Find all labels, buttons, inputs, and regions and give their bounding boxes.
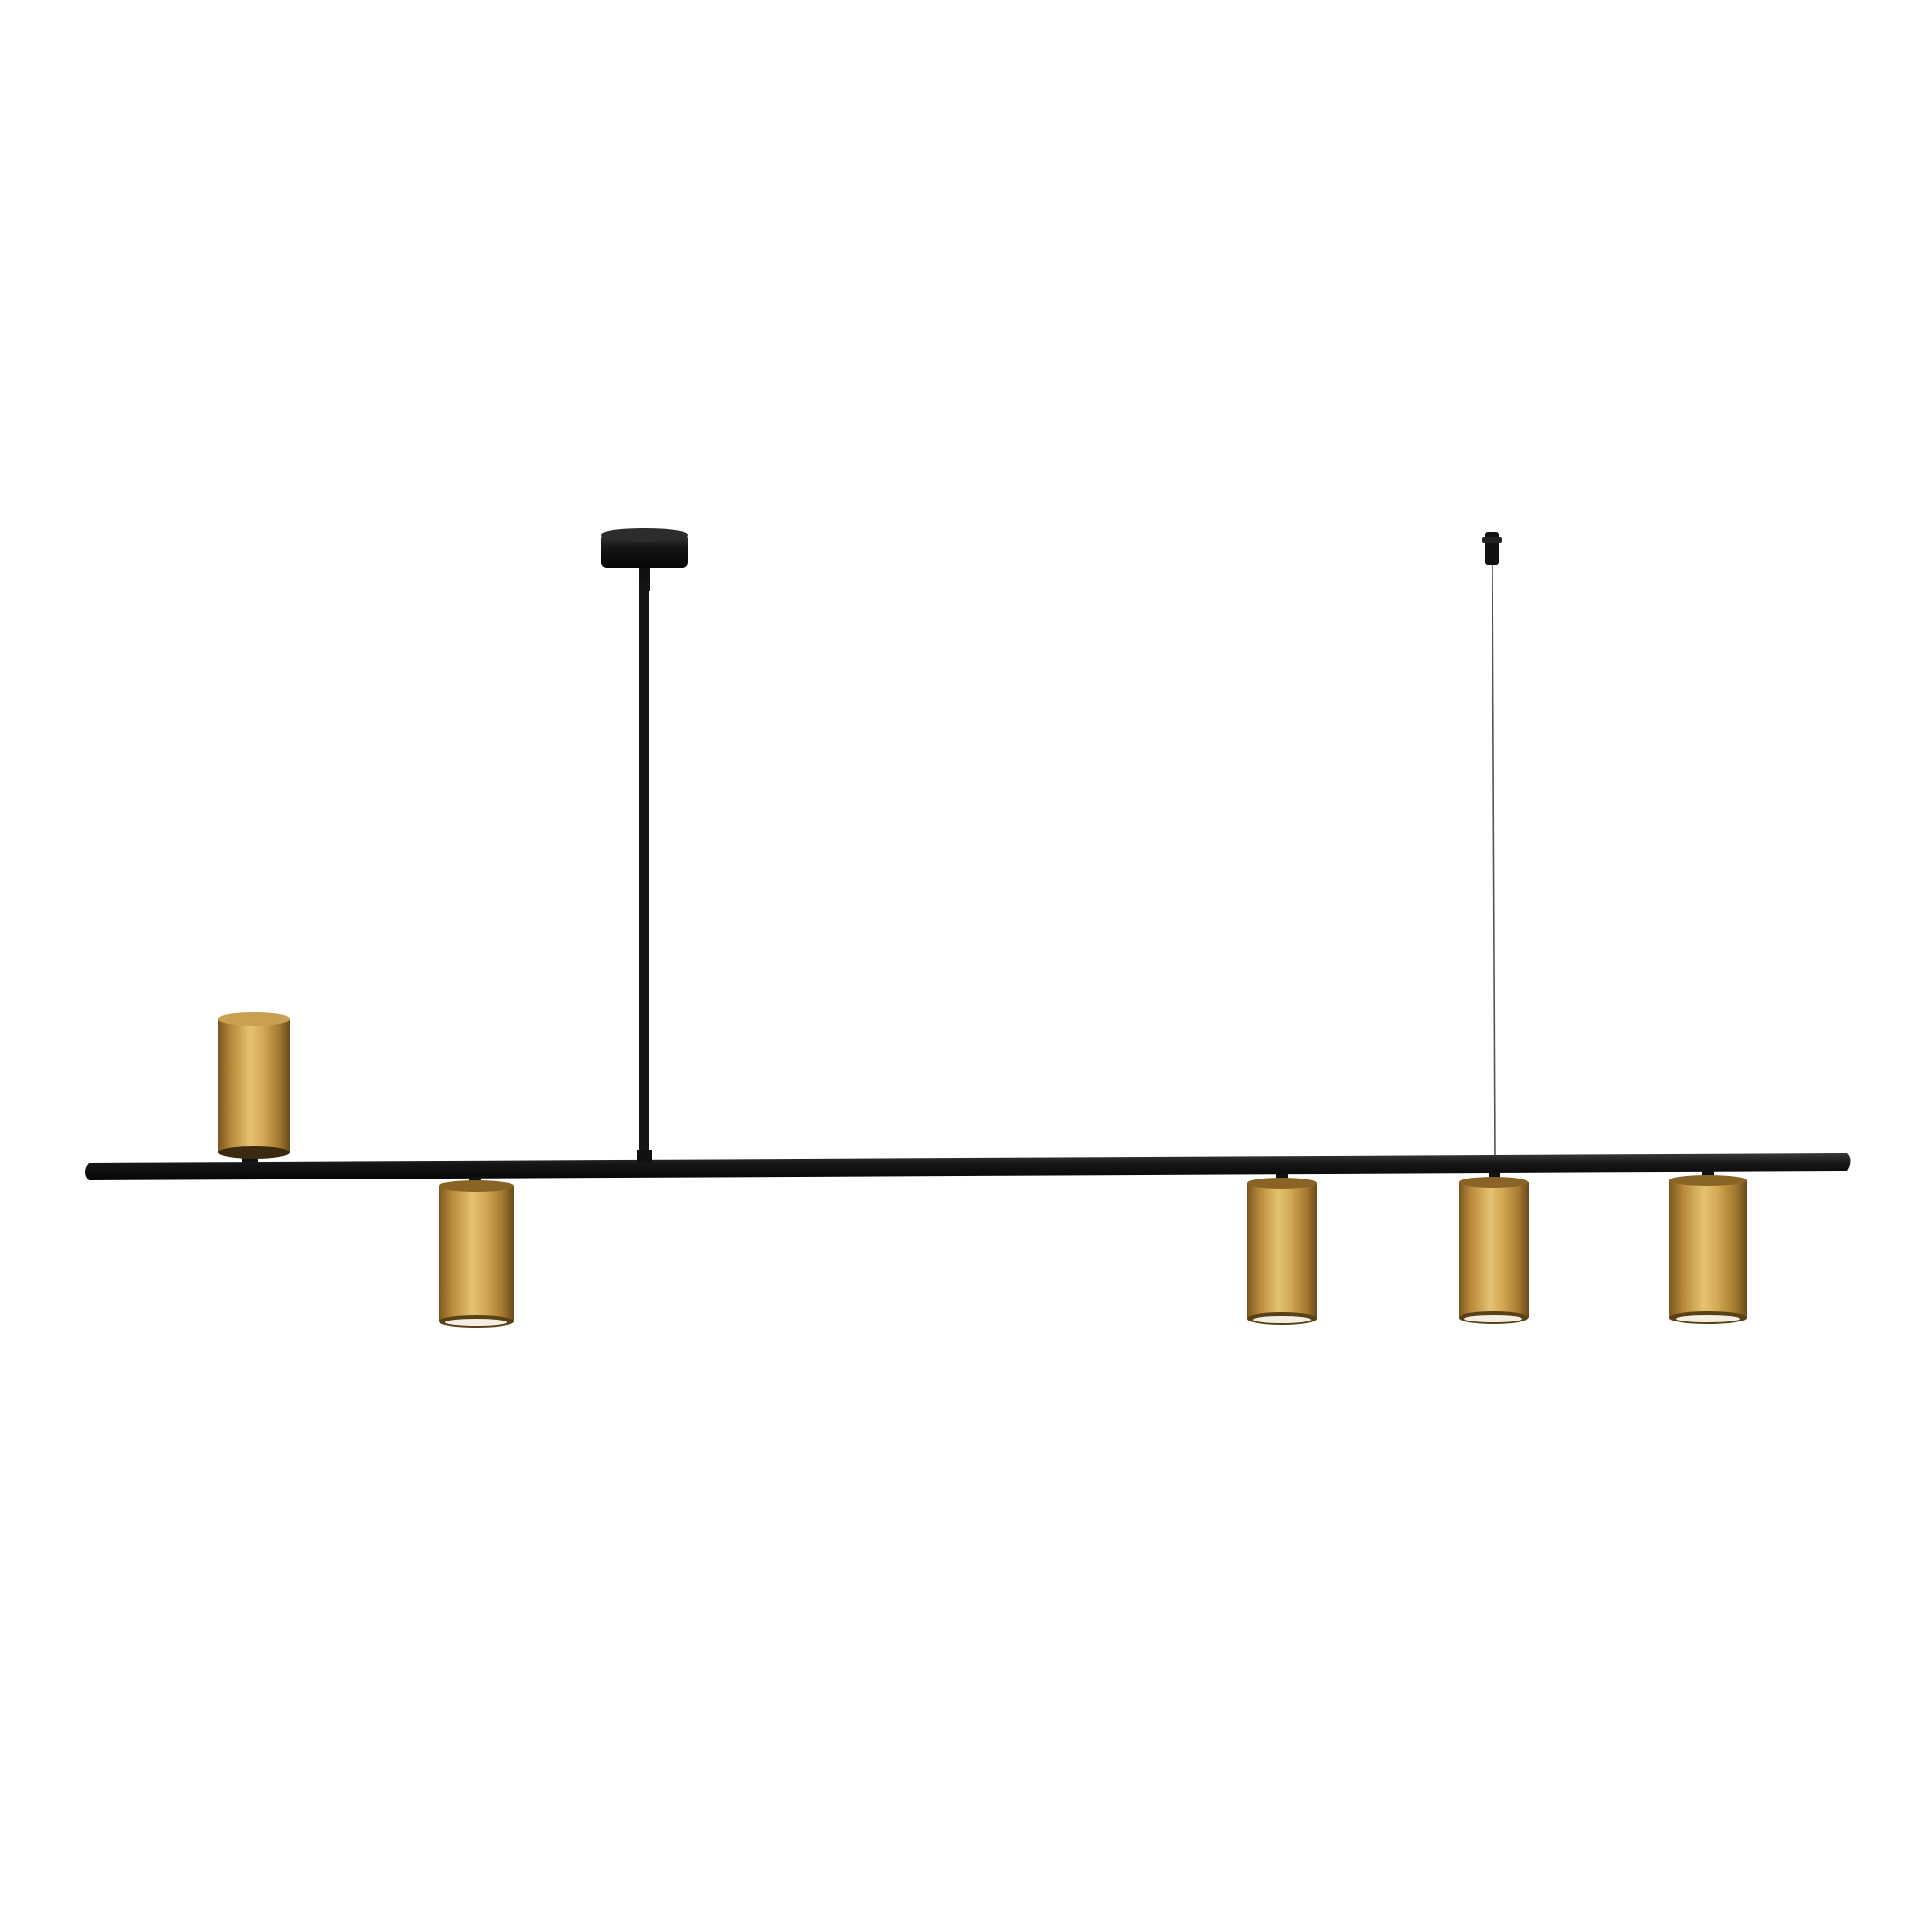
spotlight-down-3: [1459, 1172, 1529, 1324]
spotlight-upward: [218, 1012, 290, 1165]
spotlight-down-1: [439, 1177, 514, 1328]
spotlight-down-2: [1247, 1174, 1317, 1325]
spotlight-down-4: [1669, 1171, 1747, 1324]
horizontal-bar: [85, 1153, 1851, 1180]
cable-anchor: [1482, 532, 1502, 565]
suspension-cable: [1492, 564, 1496, 1162]
suspension-rod: [639, 580, 649, 1159]
rod-joint: [637, 1150, 652, 1163]
